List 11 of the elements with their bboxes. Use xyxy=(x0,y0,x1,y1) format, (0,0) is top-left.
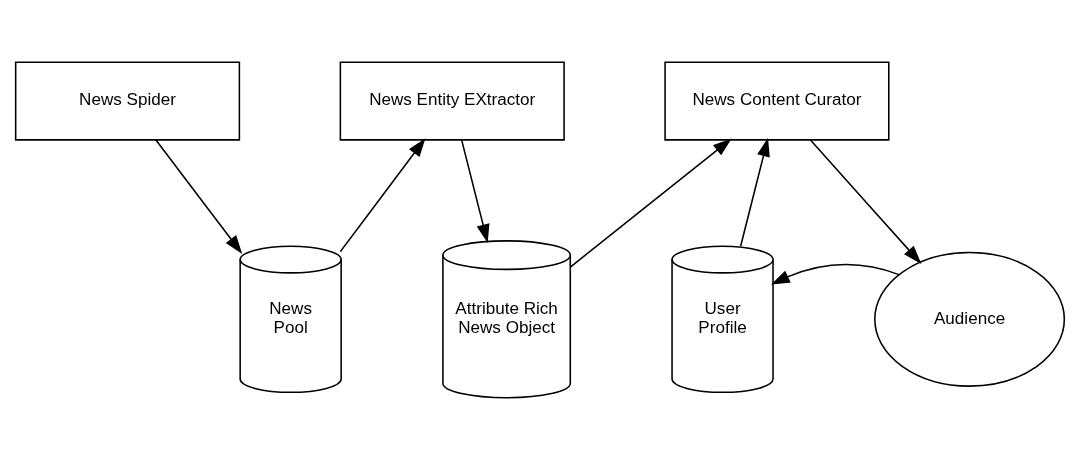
node-box: News Entity EXtractor xyxy=(339,61,565,141)
arrow xyxy=(155,139,243,254)
node-box: News Content Curator xyxy=(664,61,890,141)
arrow xyxy=(339,138,426,253)
node-ellipse: Audience xyxy=(874,251,1066,387)
arrow xyxy=(569,138,732,268)
arrow xyxy=(809,139,922,264)
arrow xyxy=(739,137,770,247)
node-box: News Spider xyxy=(14,61,241,141)
arrow xyxy=(771,263,900,285)
arrow xyxy=(460,139,490,243)
